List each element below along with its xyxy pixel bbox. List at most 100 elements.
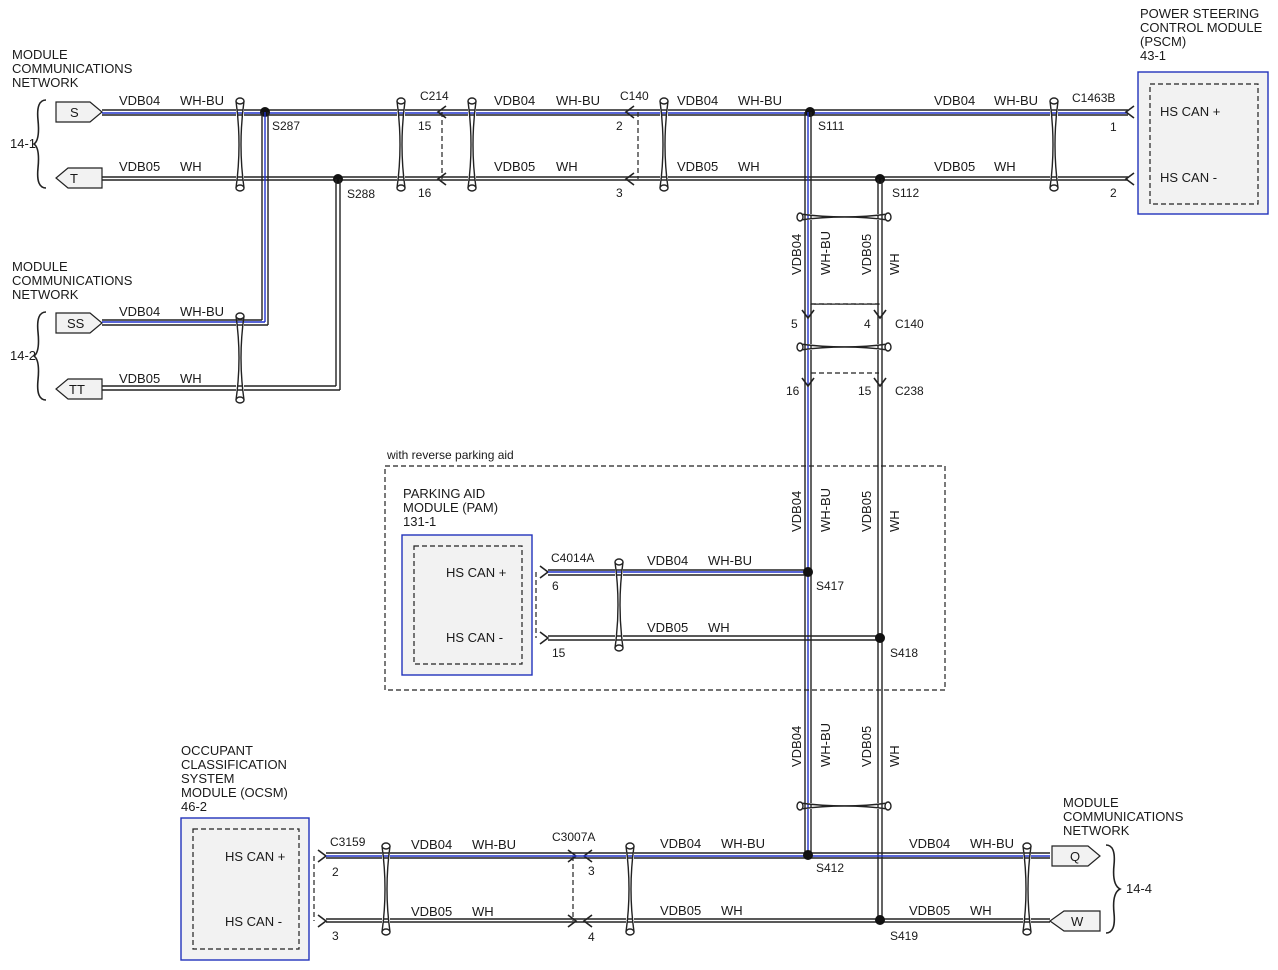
connector-pin [1124,172,1135,186]
label-wh-bu: WH-BU [738,93,782,108]
label-vdb04: VDB04 [677,93,718,108]
connector-pin [624,172,635,186]
label-vdb05: VDB05 [119,159,160,174]
flag-t[interactable]: T [55,167,103,189]
pin-15: 15 [858,384,872,398]
svg-text:S: S [70,105,79,120]
label-vdb05: VDB05 [647,620,688,635]
splice-s412 [803,850,813,860]
label-vdb04: VDB04 [660,836,701,851]
label-vdb05: VDB05 [859,234,874,275]
svg-text:MODULE: MODULE [12,47,68,62]
label-wh-bu: WH-BU [180,93,224,108]
label-vdb04: VDB04 [934,93,975,108]
connector-label-c214: C214 [420,89,449,103]
option-label: with reverse parking aid [386,448,514,462]
svg-text:43-1: 43-1 [1140,48,1166,63]
connector-pin [801,309,815,320]
connector-label-c3007a: C3007A [552,830,595,844]
pin-15: 15 [418,119,432,133]
svg-text:NETWORK: NETWORK [12,75,79,90]
pin-2: 2 [1110,186,1117,200]
flag-ss[interactable]: SS [55,312,103,334]
label-wh-bu: WH-BU [708,553,752,568]
label-vdb05: VDB05 [859,726,874,767]
splice-label-s287: S287 [272,119,300,133]
bracket-14-1 [32,99,47,189]
splice-s112 [875,174,885,184]
connector-pin [539,565,550,579]
svg-text:MODULE: MODULE [12,259,68,274]
svg-text:COMMUNICATIONS: COMMUNICATIONS [12,273,133,288]
svg-text:MODULE: MODULE [1063,795,1119,810]
twist-symbol [381,842,391,936]
ocsm-module-inner [192,828,300,950]
label-wh: WH [887,253,902,275]
splice-s288 [333,174,343,184]
connector-label-c1463b: C1463B [1072,91,1115,105]
pin-hs-can-low: HS CAN - [446,630,503,645]
label-wh: WH [887,510,902,532]
svg-text:Q: Q [1070,849,1080,864]
pin-16: 16 [418,186,432,200]
twist-symbol [467,97,477,192]
label-wh-bu: WH-BU [721,836,765,851]
pin-16: 16 [786,384,800,398]
label-vdb04: VDB04 [494,93,535,108]
pam-label: PARKING AID MODULE (PAM) 131-1 [403,486,498,529]
pin-3: 3 [616,186,623,200]
label-vdb05: VDB05 [934,159,975,174]
flag-q[interactable]: Q [1051,845,1101,867]
connector-label-c3159: C3159 [330,835,366,849]
svg-text:COMMUNICATIONS: COMMUNICATIONS [1063,809,1184,824]
splice-label-s111: S111 [818,119,845,133]
twist-symbol [614,558,624,652]
label-wh: WH [180,371,202,386]
pin-1: 1 [1110,120,1117,134]
option-box-reverse-parking-aid [384,465,946,691]
splice-label-s417: S417 [816,579,844,593]
flag-tt[interactable]: TT [55,378,103,400]
svg-text:MODULE (OCSM): MODULE (OCSM) [181,785,288,800]
label-vdb05: VDB05 [119,371,160,386]
svg-text:(PSCM): (PSCM) [1140,34,1186,49]
twist-symbol [625,842,635,936]
ocsm-label: OCCUPANT CLASSIFICATION SYSTEM MODULE (O… [181,743,288,814]
label-vdb04: VDB04 [411,837,452,852]
svg-text:MODULE (PAM): MODULE (PAM) [403,500,498,515]
connector-pin [539,631,550,645]
flag-s[interactable]: S [55,101,103,123]
pin-hs-can-high: HS CAN + [225,849,285,864]
label-wh: WH [738,159,760,174]
label-vdb04: VDB04 [909,836,950,851]
connector-pin [436,172,447,186]
pin-hs-can-low: HS CAN - [225,914,282,929]
label-wh: WH [887,745,902,767]
pin-5: 5 [791,317,798,331]
svg-text:T: T [70,171,78,186]
label-vdb04: VDB04 [789,491,804,532]
splice-label-s418: S418 [890,646,918,660]
svg-text:CONTROL MODULE: CONTROL MODULE [1140,20,1263,35]
bracket-14-2 [32,311,47,401]
connector-pin [1124,105,1135,119]
svg-text:131-1: 131-1 [403,514,436,529]
connector-pin [317,849,328,863]
pin-hs-can-high: HS CAN + [1160,104,1220,119]
page-ref-14-4: 14-4 [1126,881,1152,896]
twist-symbol [1022,842,1032,936]
label-vdb04: VDB04 [789,234,804,275]
network-label-bottom-right: MODULE COMMUNICATIONS NETWORK [1063,795,1184,838]
twist-symbol [796,212,892,222]
bracket-14-4 [1105,844,1122,934]
splice-label-s288: S288 [347,187,375,201]
flag-w[interactable]: W [1048,910,1101,932]
svg-text:COMMUNICATIONS: COMMUNICATIONS [12,61,133,76]
label-vdb04: VDB04 [119,93,160,108]
label-vdb05: VDB05 [660,903,701,918]
twist-symbol [396,97,406,192]
label-wh-bu: WH-BU [556,93,600,108]
label-vdb05: VDB05 [909,903,950,918]
label-vdb05: VDB05 [411,904,452,919]
